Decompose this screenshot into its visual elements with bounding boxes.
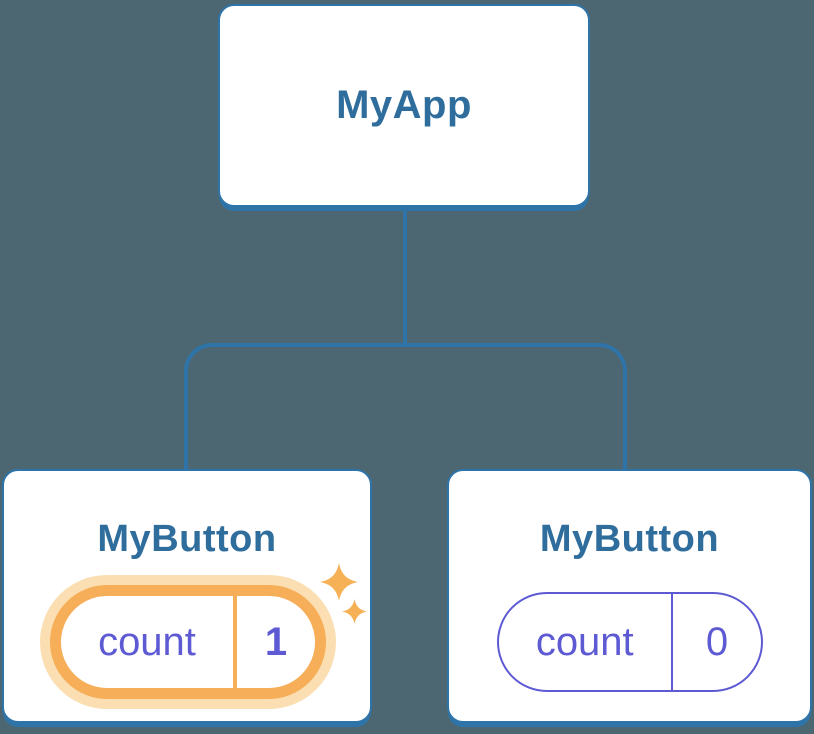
state-value: 1 [264,620,288,664]
root-node-label: MyApp [336,83,472,127]
connector-root-stem [403,208,407,345]
connector-bracket [184,343,627,471]
state-key-label: count [535,620,634,664]
state-value: 0 [705,620,729,664]
child-node-mybutton-updated: MyButton count 1 [2,469,372,723]
state-key-label: count [98,620,196,664]
state-pill-highlighted: count 1 [50,585,326,699]
state-pill: count 0 [497,592,763,692]
child-node-label: MyButton [539,518,720,560]
root-node-myapp: MyApp [218,4,590,207]
child-node-mybutton-initial: MyButton count 0 [447,469,812,723]
sparkle-icon-small [342,599,367,624]
child-node-label: MyButton [97,518,277,560]
sparkle-icon-large [320,563,358,601]
state-pill-divider [233,596,237,688]
state-pill-divider [670,594,673,690]
